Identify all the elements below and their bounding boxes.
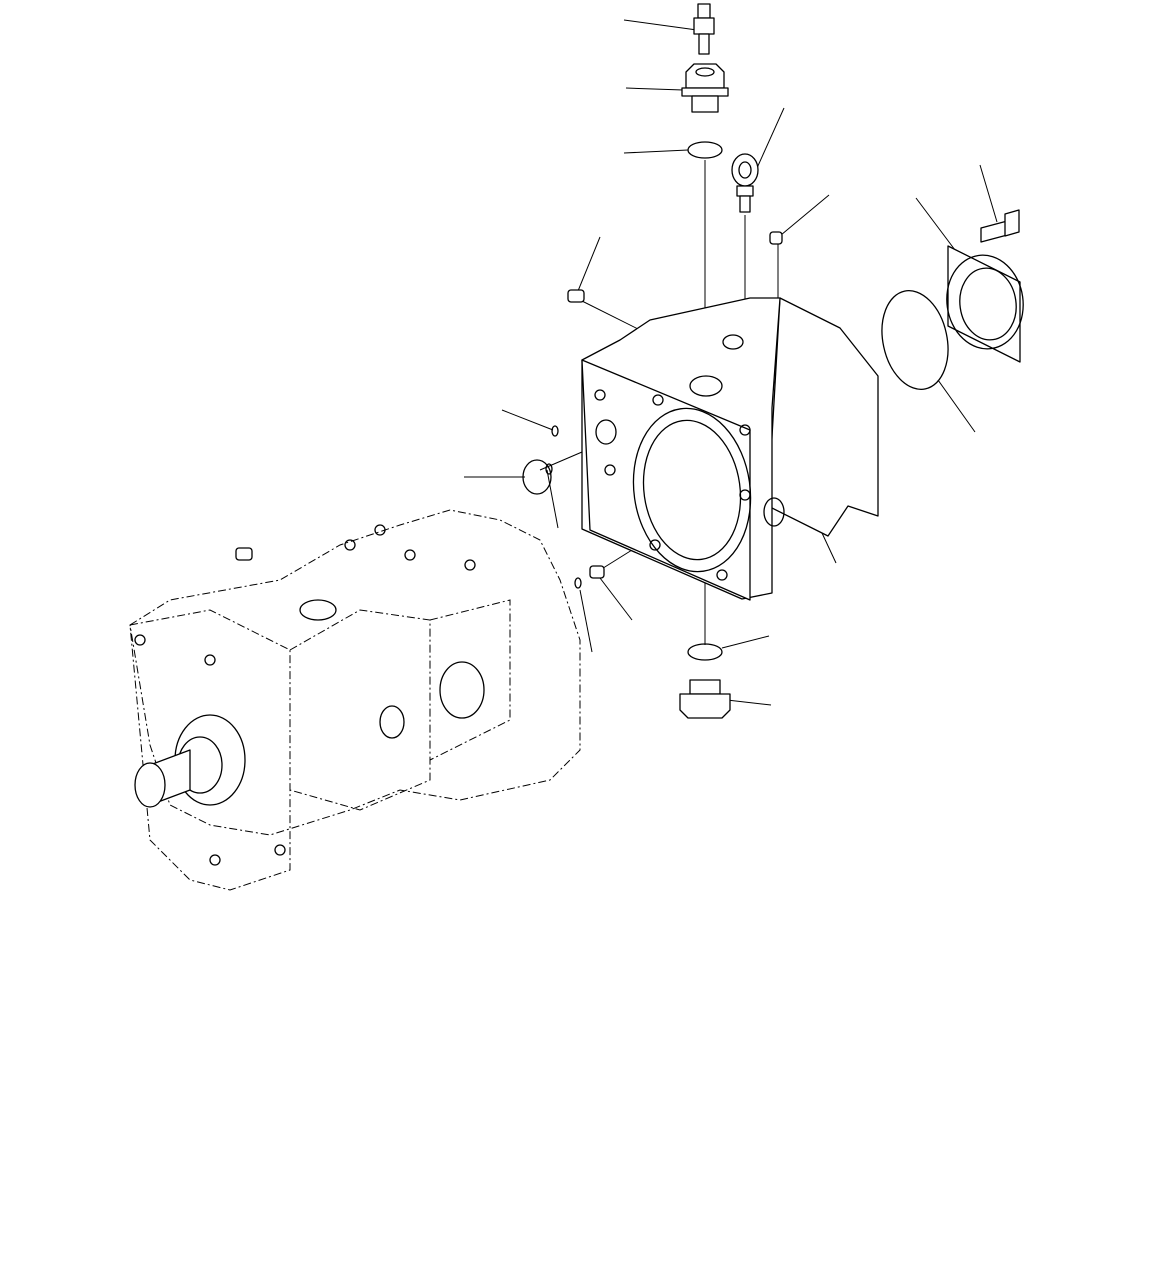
- small-plug-icon: [589, 565, 605, 579]
- small-o-ring-icon: [551, 425, 559, 437]
- small-o-ring-icon: [574, 577, 582, 589]
- o-ring-icon: [522, 459, 552, 495]
- assembled-pump-icon: [129, 509, 581, 891]
- large-o-ring-icon: [881, 289, 949, 391]
- o-ring-icon: [687, 643, 723, 661]
- plug-icon: [681, 63, 729, 113]
- bolt-icon: [980, 209, 1020, 243]
- cover-plate-icon: [946, 245, 1024, 363]
- bleed-fitting-icon: [693, 3, 715, 55]
- eye-bolt-icon: [731, 153, 759, 213]
- small-o-ring-icon: [545, 463, 553, 475]
- small-plug-icon: [769, 231, 783, 245]
- drain-plug-icon: [679, 679, 731, 719]
- o-ring-icon: [687, 141, 723, 159]
- small-plug-icon: [567, 289, 585, 303]
- pump-housing-icon: [581, 297, 879, 601]
